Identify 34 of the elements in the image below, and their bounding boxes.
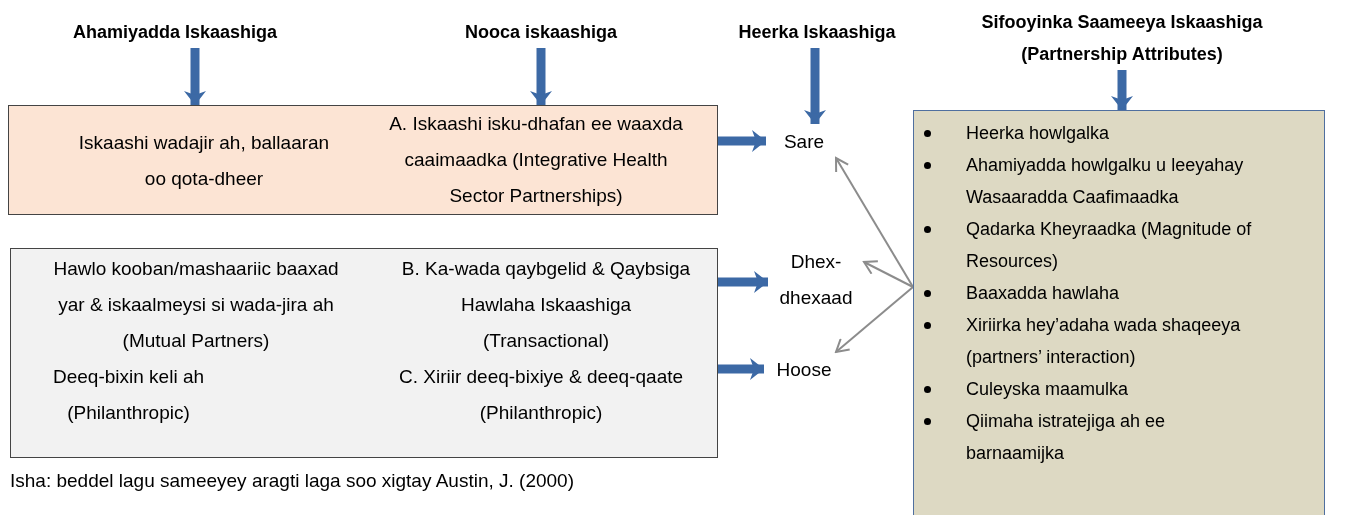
column-heading: Heerka Iskaashiga bbox=[720, 16, 914, 48]
column-heading: Sifooyinka Saameeya Iskaashiga (Partnership Attributes) bbox=[937, 6, 1307, 70]
bullet-item: Xiriirka hey’adaha wada shaqeeya (partners’ interaction) bbox=[922, 309, 1256, 373]
block-arrow bbox=[718, 271, 768, 293]
column-heading: Ahamiyadda Iskaashiga bbox=[60, 16, 290, 48]
block-arrow bbox=[804, 48, 826, 124]
arrow bbox=[863, 260, 914, 288]
bullet-item: Heerka howlgalka bbox=[922, 117, 1256, 149]
block-arrow bbox=[718, 358, 764, 380]
bullet-item: Qadarka Kheyraadka (Magnitude of Resources) bbox=[922, 213, 1256, 277]
band-text: C. Xiriir deeq-bixiye & deeq-qaate (Philanthropic) bbox=[397, 365, 685, 425]
arrow bbox=[835, 286, 914, 353]
band-text: Iskaashi wadajir ah, ballaaran oo qota-dheer bbox=[77, 131, 331, 191]
level-label: Dhex- dhexaad bbox=[768, 244, 864, 320]
level-label: Hoose bbox=[764, 352, 844, 386]
band-text: B. Ka-wada qaybgelid & Qaybsiga Hawlaha Iskaashiga (Transactional) bbox=[400, 257, 692, 353]
level-label: Sare bbox=[766, 124, 842, 158]
source-note: Isha: beddel lagu sameeyey aragti laga soo xigtay Austin, J. (2000) bbox=[10, 469, 574, 493]
category-band bbox=[10, 248, 718, 458]
band-text: Deeq-bixin keli ah (Philanthropic) bbox=[52, 365, 205, 425]
block-arrow bbox=[184, 48, 206, 105]
bullet-item: Ahamiyadda howlgalku u leeyahay Wasaaradda Caafimaadka bbox=[922, 149, 1256, 213]
block-arrow bbox=[718, 130, 766, 152]
band-text: Hawlo kooban/mashaariic baaxad yar & iskaalmeysi si wada-jira ah (Mutual Partners) bbox=[52, 257, 340, 353]
category-band bbox=[8, 105, 718, 215]
arrow bbox=[835, 157, 914, 288]
attributes-panel bbox=[913, 110, 1325, 515]
block-arrow bbox=[530, 48, 552, 105]
band-text: A. Iskaashi isku-dhafan ee waaxda caaimaadka (Integrative Health Sector Partnerships) bbox=[388, 112, 684, 208]
block-arrow bbox=[1111, 70, 1133, 110]
bullet-item: Baaxadda hawlaha bbox=[922, 277, 1256, 309]
bullet-item: Qiimaha istratejiga ah ee barnaamijka bbox=[922, 405, 1256, 469]
bullet-item: Culeyska maamulka bbox=[922, 373, 1256, 405]
column-heading: Nooca iskaashiga bbox=[430, 16, 652, 48]
